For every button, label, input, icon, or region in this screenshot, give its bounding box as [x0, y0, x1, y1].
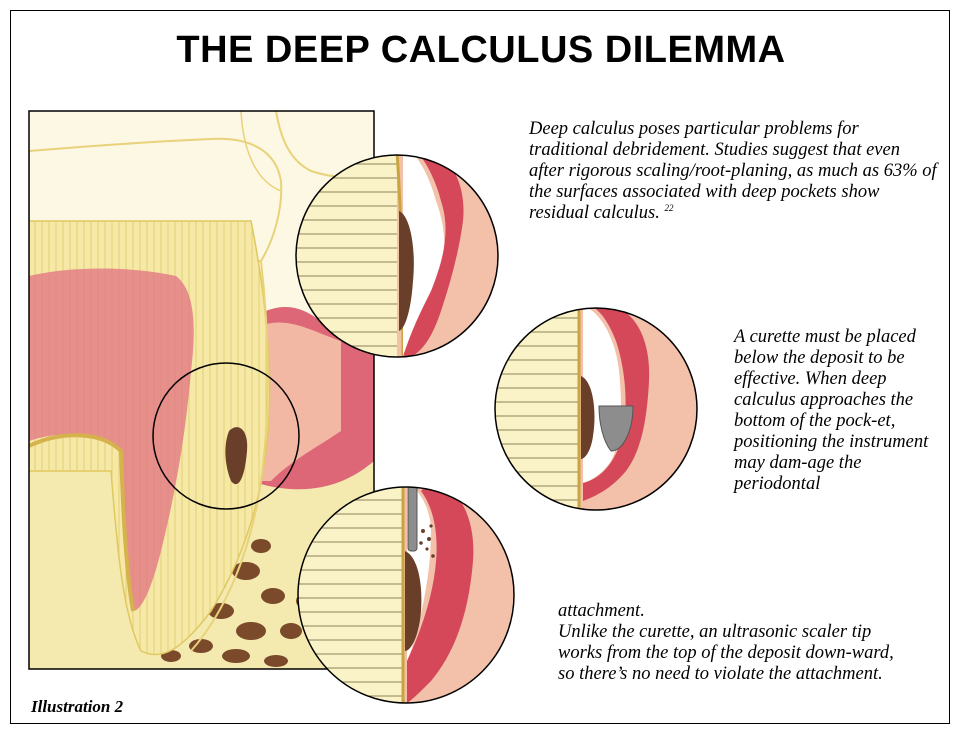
caption-ultrasonic: attachment. Unlike the curette, an ultra… — [558, 601, 898, 685]
caption-attachment-line: attachment. — [558, 601, 898, 622]
illustration-frame: THE DEEP CALCULUS DILEMMA — [10, 10, 950, 724]
illustration-label: Illustration 2 — [31, 697, 123, 717]
caption-deep-calculus: Deep calculus poses particular problems … — [529, 119, 939, 224]
detail-circle-curette — [491, 306, 701, 516]
reference-number: 22 — [664, 203, 673, 213]
caption-curette: A curette must be placed below the depos… — [734, 327, 934, 495]
caption-ultrasonic-text: Unlike the curette, an ultrasonic scaler… — [558, 622, 898, 685]
ultrasonic-tip — [408, 469, 417, 551]
